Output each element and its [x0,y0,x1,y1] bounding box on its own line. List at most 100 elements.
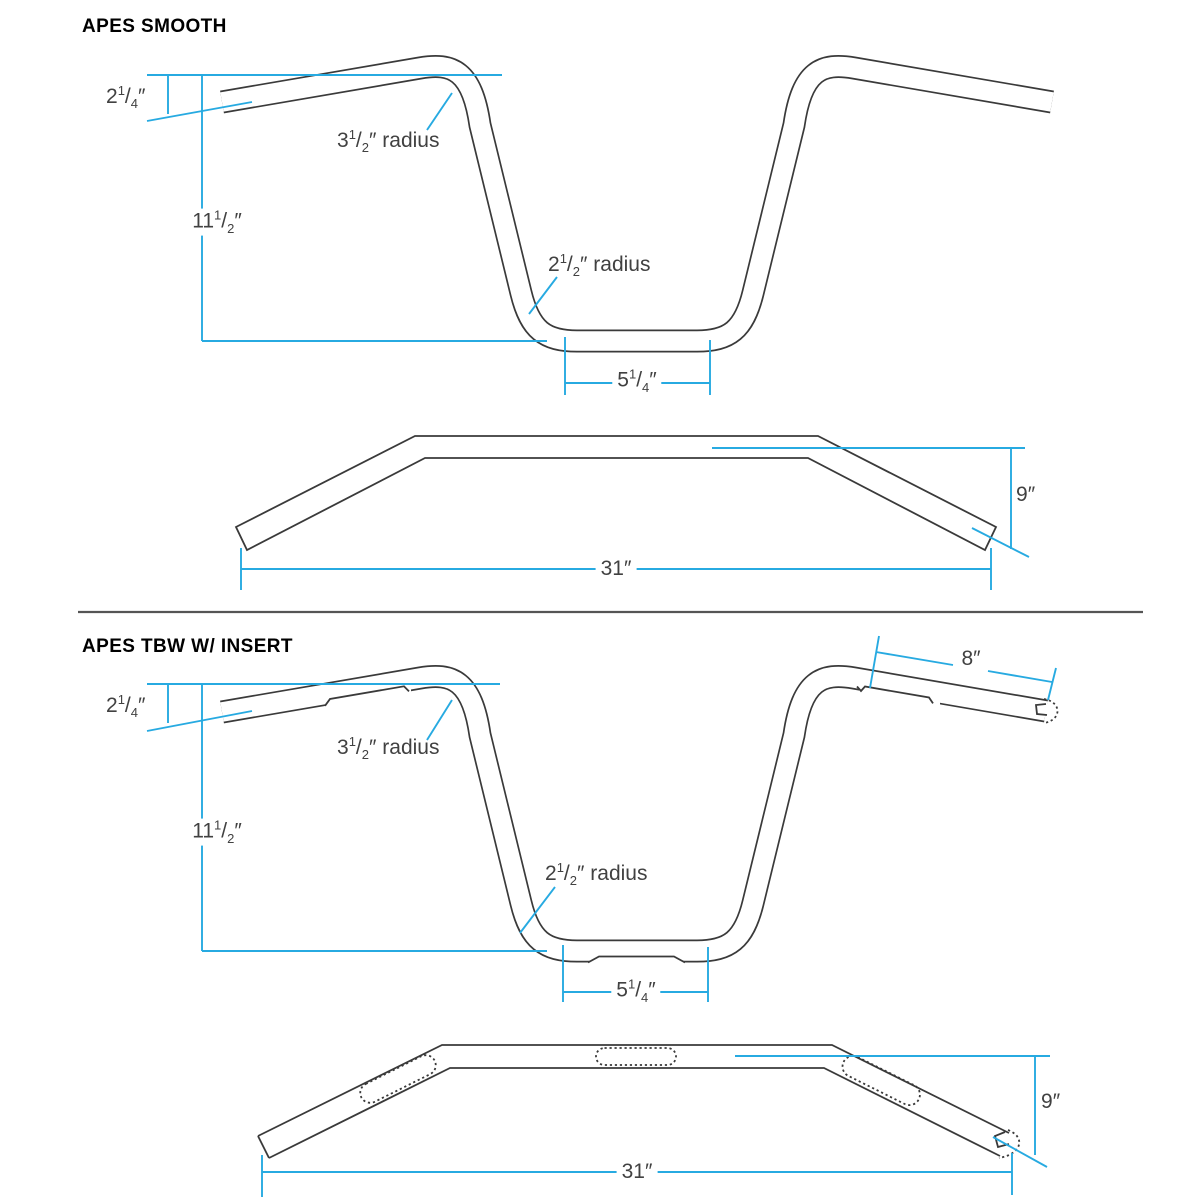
dim-slash: / [355,736,362,759]
dim-denominator: 4 [130,96,138,112]
dim-whole: 5 [617,368,629,392]
dim-denominator: 2 [361,140,369,156]
bottom-insert-bump [587,955,686,964]
dim-numerator: 1 [348,734,356,749]
dim-denominator: 2 [361,747,369,763]
height-dimension-lines [201,75,547,342]
dim-whole: 2 [106,85,118,108]
dim-slash: / [566,253,573,276]
dim-unit: ″ [648,978,656,1002]
tbw-depth-label: 9″ [1041,1090,1061,1113]
dim-denominator: 4 [130,705,138,721]
dim-unit: ″ [580,253,588,276]
dim-suffix: radius [587,253,651,276]
dim-unit: ″ [973,646,981,670]
insert-length-dimension [869,635,1057,701]
dim-denominator: 2 [569,873,577,889]
dim-whole: 3 [337,736,349,759]
dim-unit: ″ [1027,483,1036,506]
dim-numerator: 1 [214,817,222,833]
dim-slash: / [221,819,228,843]
smooth-depth-label: 9″ [1016,483,1036,506]
dim-numerator: 1 [214,207,222,223]
dim-unit: ″ [234,209,242,233]
dim-numerator: 1 [627,976,636,992]
dim-denominator: 2 [227,220,235,236]
tbw-insert-length-label: 8″ [961,646,981,670]
dim-whole: 11 [192,819,215,843]
dim-unit: ″ [138,85,146,108]
height-dimension-lines [201,684,547,952]
smooth-dimension-lines [146,74,1030,590]
dim-whole: 11 [192,209,215,233]
dim-numerator: 1 [556,860,564,875]
dim-whole: 2 [548,253,560,276]
smooth-overall-width-label: 31″ [595,556,637,581]
smooth-front-view [220,55,1054,353]
dim-unit: ″ [644,1159,653,1183]
tbw-overall-width-label: 31″ [616,1159,658,1184]
grip-end-slot-mask [1035,703,1048,716]
handlebar-top-outline [234,435,998,552]
dim-denominator: 2 [572,264,580,280]
dim-whole: 2 [106,694,118,717]
handlebar-tube-outline [220,665,1048,963]
dim-unit: ″ [623,556,632,580]
dim-suffix: radius [584,862,648,885]
tbw-section-title: APES TBW W/ INSERT [82,636,293,657]
bottom-insert-mask [590,958,683,966]
dim-unit: ″ [234,819,242,843]
dim-numerator: 1 [628,366,637,382]
tbw-front-view [220,665,1059,966]
dim-slash: / [124,85,131,108]
handlebar-tube-outline [220,55,1054,353]
smooth-height-label: 111/2″ [187,207,247,236]
dim-whole: 31 [600,556,624,580]
dim-denominator: 4 [641,989,649,1005]
insert-stadium-right [841,1055,921,1107]
dim-numerator: 1 [559,251,567,266]
depth-dimension [735,1055,1050,1168]
dim-unit: ″ [577,862,585,885]
dim-unit: ″ [649,368,657,392]
radius-leader-lines [426,699,556,934]
dim-suffix: radius [376,129,440,152]
dim-denominator: 2 [227,830,235,846]
smooth-top-view [234,435,998,552]
tip-slot [993,1131,1010,1149]
dim-whole: 5 [616,978,628,1002]
handlebar-tube-fill [220,666,1048,961]
dim-slash: / [355,129,362,152]
dim-unit: ″ [138,694,146,717]
handlebar-top-left-end [257,1135,270,1159]
dim-slash: / [563,862,570,885]
tbw-bottom-radius-label: 21/2″ radius [545,861,647,888]
dim-numerator: 1 [117,692,125,707]
dim-whole: 3 [337,129,349,152]
dim-numerator: 1 [117,83,125,98]
tbw-center-width-label: 51/4″ [611,976,661,1005]
smooth-rise-label: 21/4″ [106,84,145,111]
dim-whole: 31 [621,1159,645,1183]
tbw-top-radius-label: 31/2″ radius [337,735,439,762]
insert-stadium-center [595,1047,677,1066]
smooth-bottom-radius-label: 21/2″ radius [548,252,650,279]
dim-unit: ″ [369,129,377,152]
grip-end-slot [1035,703,1048,716]
dim-unit: ″ [1052,1090,1061,1113]
dim-suffix: radius [376,736,440,759]
depth-dimension [712,447,1030,558]
dim-unit: ″ [369,736,377,759]
dim-denominator: 4 [642,379,650,395]
rise-reference-lines [146,74,502,122]
dim-whole: 8 [961,646,974,670]
radius-leader-lines [426,92,558,315]
left-insert-mask [325,688,411,710]
dim-slash: / [221,209,228,233]
tbw-rise-label: 21/4″ [106,693,145,720]
smooth-section-title: APES SMOOTH [82,16,227,37]
smooth-center-width-label: 51/4″ [612,366,662,395]
dim-whole: 2 [545,862,557,885]
